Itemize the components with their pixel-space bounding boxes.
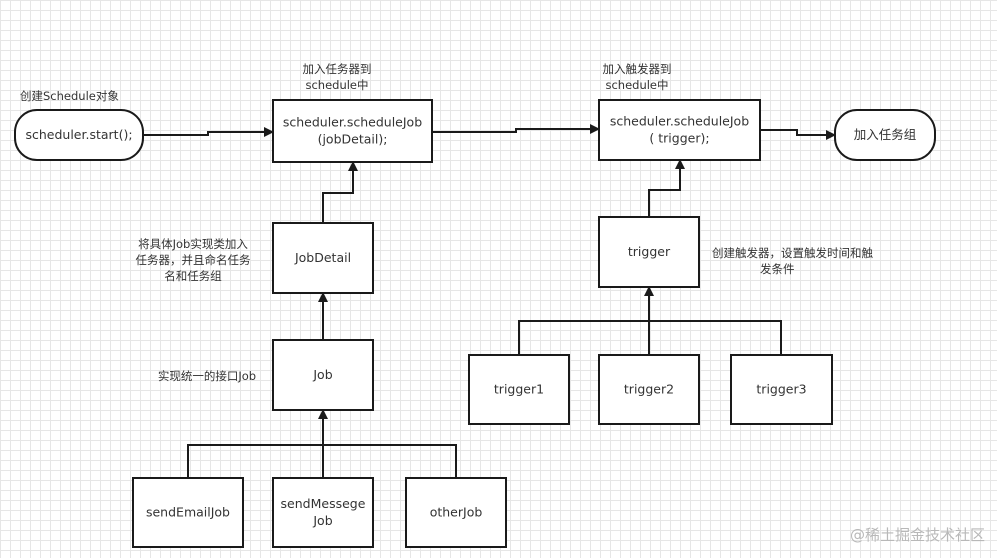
node-label: trigger <box>628 244 671 259</box>
schedule-trigger-node[interactable]: scheduler.scheduleJob ( trigger); <box>598 99 761 161</box>
node-label: scheduler.scheduleJob <box>610 114 749 129</box>
trigger3-node[interactable]: trigger3 <box>730 354 833 425</box>
schedule-trigger-to-end-connector <box>760 129 836 140</box>
node-shape <box>834 109 936 161</box>
node-shape <box>598 99 761 161</box>
jobdetail-to-schedule-job-connector <box>322 161 358 223</box>
node-label: JobDetail <box>294 250 351 265</box>
node-label: otherJob <box>430 505 483 520</box>
node-label: sendMessege <box>281 496 366 511</box>
node-shape <box>598 354 700 425</box>
watermark: @稀土掘金技术社区 <box>850 526 985 544</box>
schedule-job-to-trigger-job-connector <box>432 124 600 134</box>
job-detail-note-text: 名和任务组 <box>164 269 222 283</box>
add-trigger-text: 加入触发器到 <box>603 62 672 76</box>
add-trigger-text: schedule中 <box>605 78 668 92</box>
node-label: (jobDetail); <box>318 132 388 147</box>
job-node[interactable]: Job <box>272 339 374 411</box>
add-job-text: schedule中 <box>305 78 368 92</box>
node-label: sendEmailJob <box>146 505 230 520</box>
node-shape <box>132 477 244 548</box>
node-label: Job <box>312 513 332 528</box>
send-email-job-node[interactable]: sendEmailJob <box>132 477 244 548</box>
node-shape <box>14 109 144 161</box>
trigger-node[interactable]: trigger <box>598 216 700 288</box>
start-node[interactable]: scheduler.start(); <box>14 109 144 161</box>
node-label: trigger1 <box>494 382 544 397</box>
node-shape <box>272 99 433 163</box>
node-shape <box>272 222 374 294</box>
schedule-job-node[interactable]: scheduler.scheduleJob (jobDetail); <box>272 99 433 163</box>
node-label: scheduler.scheduleJob <box>283 115 422 130</box>
node-label: trigger2 <box>624 382 674 397</box>
node-label: scheduler.start(); <box>25 127 132 142</box>
trigger-note-text: 创建触发器，设置触发时间和触 <box>712 246 873 260</box>
job-detail-node[interactable]: JobDetail <box>272 222 374 294</box>
job-detail-note-text: 任务器，并且命名任务 <box>136 253 251 267</box>
node-shape <box>272 477 374 548</box>
start-to-schedule-job-connector <box>143 127 274 137</box>
create-schedule-text: 创建Schedule对象 <box>20 89 119 103</box>
other-job-node[interactable]: otherJob <box>405 477 507 548</box>
job-detail-note-text: 将具体Job实现类加入 <box>138 237 248 251</box>
end-node[interactable]: 加入任务组 <box>834 109 936 161</box>
node-shape <box>468 354 570 425</box>
trigger1-node[interactable]: trigger1 <box>468 354 570 425</box>
trigger2-node[interactable]: trigger2 <box>598 354 700 425</box>
node-label: trigger3 <box>756 382 806 397</box>
node-label: ( trigger); <box>649 131 709 146</box>
node-label: 加入任务组 <box>854 127 917 142</box>
add-job-text: 加入任务器到 <box>303 62 372 76</box>
job-note-text: 实现统一的接口Job <box>158 369 256 383</box>
node-shape <box>272 339 374 411</box>
node-shape <box>405 477 507 548</box>
trigger-to-schedule-trigger-connector <box>648 159 685 217</box>
node-label: Job <box>312 367 332 382</box>
trigger-note-text: 发条件 <box>760 262 795 276</box>
node-shape <box>598 216 700 288</box>
node-shape <box>730 354 833 425</box>
